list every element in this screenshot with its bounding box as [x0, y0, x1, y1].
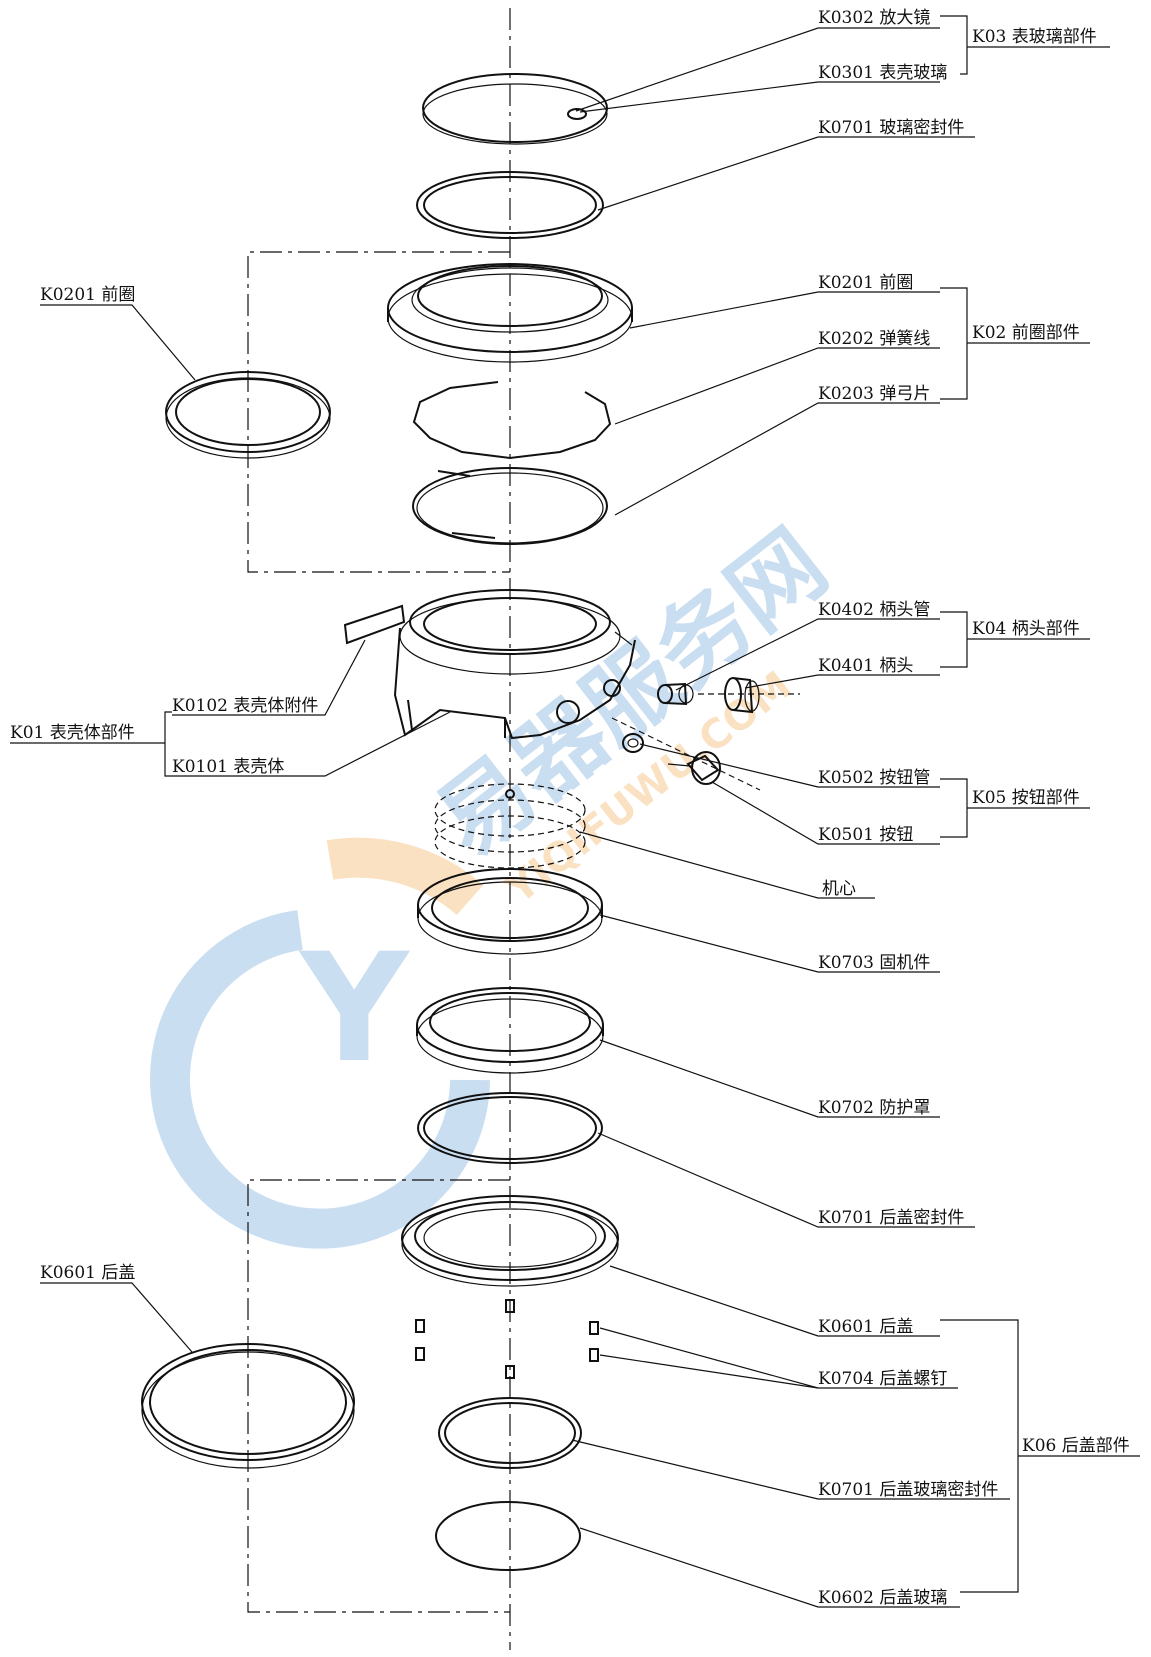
button-tube-part	[622, 733, 644, 753]
label-movement: 机心	[822, 879, 856, 899]
back-glass-part	[435, 1501, 581, 1571]
crown-hole	[603, 679, 621, 697]
screw	[505, 1299, 515, 1313]
bezel-part	[387, 263, 633, 363]
label-k0302: K0302 放大镜	[818, 8, 930, 28]
spring-plate-part	[412, 467, 608, 545]
label-k0203: K0203 弹弓片	[818, 384, 930, 404]
label-k0101: K0101 表壳体	[172, 757, 284, 777]
label-k0402: K0402 柄头管	[818, 600, 930, 620]
label-k0702: K0702 防护罩	[818, 1098, 930, 1118]
label-k0701-backglass-gasket: K0701 后盖玻璃密封件	[818, 1480, 998, 1500]
label-k0502: K0502 按钮管	[818, 768, 930, 788]
label-k0704: K0704 后盖螺钉	[818, 1369, 947, 1389]
front-ring-group-bracket	[247, 251, 510, 573]
label-k0601-left: K0601 后盖	[40, 1263, 135, 1283]
label-k05: K05 按钮部件	[972, 788, 1080, 808]
spring-wire-part	[412, 381, 612, 460]
screw	[415, 1319, 425, 1333]
case-body-part	[393, 589, 636, 740]
button-hole	[556, 700, 580, 724]
label-k0601-right: K0601 后盖	[818, 1317, 913, 1337]
label-k0202: K0202 弹簧线	[818, 329, 930, 349]
screw	[505, 1365, 515, 1379]
label-k01: K01 表壳体部件	[10, 723, 135, 743]
label-k0201-left: K0201 前圈	[40, 285, 135, 305]
watermark-logo: Y	[150, 837, 490, 1249]
label-k06: K06 后盖部件	[1022, 1436, 1130, 1456]
screws-part	[415, 1299, 599, 1379]
back-cover-group-bracket	[247, 1179, 510, 1613]
back-cover-part	[401, 1195, 619, 1287]
bezel-detail-part	[165, 371, 331, 459]
label-k0401: K0401 柄头	[818, 656, 913, 676]
back-cover-detail-part	[141, 1343, 355, 1469]
glass-gasket-part	[416, 171, 604, 239]
magnifier-lens	[567, 108, 587, 120]
label-k0301: K0301 表壳玻璃	[818, 63, 947, 83]
protective-cover-part	[416, 987, 604, 1074]
label-k04: K04 柄头部件	[972, 619, 1080, 639]
label-k0703: K0703 固机件	[818, 953, 930, 973]
button-part	[611, 717, 761, 791]
label-k02: K02 前圈部件	[972, 323, 1080, 343]
label-k0501: K0501 按钮	[818, 825, 913, 845]
label-k0701-back-gasket: K0701 后盖密封件	[818, 1208, 964, 1228]
label-k03: K03 表玻璃部件	[972, 27, 1097, 47]
screw	[415, 1347, 425, 1361]
leader-lines	[10, 15, 1140, 1608]
back-glass-gasket-part	[438, 1397, 582, 1469]
case-attachment-part	[343, 604, 406, 645]
crystal-part	[422, 73, 608, 145]
screw	[589, 1348, 599, 1362]
back-gasket-part	[417, 1092, 603, 1164]
watermark-logo-letter: Y	[298, 922, 411, 1096]
label-k0201-right: K0201 前圈	[818, 273, 913, 293]
label-k0102: K0102 表壳体附件	[172, 696, 318, 716]
crown-part	[698, 677, 800, 714]
label-k0602: K0602 后盖玻璃	[818, 1588, 947, 1608]
label-k0701-glass-gasket: K0701 玻璃密封件	[818, 118, 964, 138]
labels: K0302 放大镜 K0301 表壳玻璃 K03 表玻璃部件 K0701 玻璃密…	[10, 8, 1130, 1608]
screw	[589, 1321, 599, 1335]
